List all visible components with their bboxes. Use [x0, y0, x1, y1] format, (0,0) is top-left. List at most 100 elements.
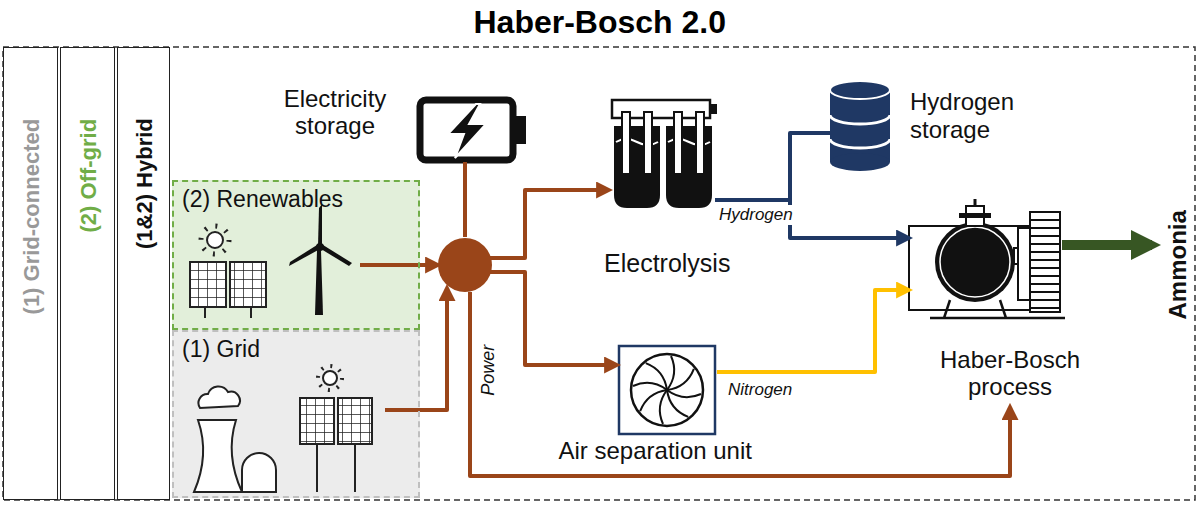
air-separation-icon [662, 390, 691, 419]
renewables-icons [315, 250, 323, 315]
hydrogen-tank-icon [830, 81, 890, 171]
hydrogen-tank-icon [830, 81, 890, 99]
electrolyser-icon [666, 126, 712, 208]
electrolyser-icon [622, 112, 630, 174]
reactor-icon [1018, 228, 1030, 300]
node-label: Power [478, 344, 499, 395]
air-separation-icon [643, 361, 672, 390]
box-fills [172, 180, 420, 498]
hub-circle [437, 237, 493, 293]
grid-icons [198, 386, 239, 408]
box-fills [172, 180, 420, 330]
grid-icons [194, 366, 372, 492]
flow-connector [715, 133, 830, 200]
storage-icon-box: Hydrogen storage [828, 80, 1028, 170]
process-icon-box: Electrolysis [600, 98, 735, 283]
reactor-icon [974, 199, 977, 206]
category-band: (2) Off-grid [60, 47, 115, 500]
flow-connector [490, 190, 608, 258]
flow-label: Nitrogen [726, 380, 794, 400]
reactor-icon [909, 199, 1065, 318]
air-separation-icon [667, 356, 674, 390]
diagram-title: Haber-Bosch 2.0 [474, 4, 727, 41]
process-icon-box: Air separation unit [540, 345, 770, 463]
node-label: (1&2) Hybrid [132, 118, 157, 249]
air-separation-icon [619, 346, 715, 434]
outer-frame [3, 47, 1195, 500]
hub-circle [438, 238, 492, 292]
node-label: Electrolysis [604, 249, 730, 278]
grid-icons [323, 371, 337, 385]
box-fills [172, 330, 420, 498]
electrolyser-icon [710, 104, 717, 114]
renewables-icons [205, 307, 251, 318]
category-band: (1) Grid-connected [3, 47, 58, 500]
hydrogen-tank-icon [830, 153, 890, 171]
flow-connector [470, 292, 1010, 476]
node-label: (1) Grid [182, 336, 260, 362]
renewables-icons [321, 245, 352, 266]
renewables-icons [230, 262, 266, 307]
node-label: Electricity storage [265, 85, 405, 140]
node-label: (2) Renewables [182, 186, 343, 212]
electrolyser-icon [612, 100, 717, 208]
renewables-icons [190, 262, 226, 307]
flow-connector [385, 289, 447, 410]
electrolyser-icon [614, 126, 660, 208]
air-separation-icon [638, 385, 667, 414]
flow-connector [1062, 240, 1152, 250]
node-label: (2) Off-grid [76, 118, 101, 232]
renewables-icons [201, 226, 229, 254]
battery-icon [420, 100, 526, 160]
flow-connector [717, 290, 908, 372]
node-label: Hydrogen storage [910, 88, 1035, 143]
grid-box: (1) Grid [172, 330, 420, 498]
reactor-icon [935, 222, 1015, 302]
hydrogen-tank-icon [830, 115, 890, 148]
electrolyser-icon [674, 112, 682, 174]
grid-icons [317, 444, 355, 492]
renewables-icons [190, 204, 352, 318]
flow-connector [463, 162, 467, 237]
renewables-icons [289, 245, 320, 266]
air-separation-icon [619, 346, 715, 434]
renewables-icons [207, 232, 223, 248]
air-separation-icon [633, 383, 667, 390]
grid-icons [318, 366, 342, 390]
flow-connector [715, 200, 908, 238]
grid-icons [300, 398, 334, 444]
air-separation-icon [667, 366, 696, 395]
grid-icons [338, 398, 372, 444]
product-label: Ammonia [1160, 200, 1194, 330]
flow-label: Hydrogen [717, 205, 795, 225]
hydrogen-tank-icon [830, 90, 890, 162]
grid-icons [194, 420, 242, 492]
node-label: Ammonia [1163, 210, 1191, 319]
air-separation-icon [631, 354, 703, 426]
category-band: (1&2) Hybrid [117, 47, 170, 500]
electrolyser-icon [696, 112, 704, 174]
grid-icons [242, 453, 276, 492]
power-hub: Power [437, 237, 493, 293]
battery-icon [448, 104, 486, 158]
battery-icon [420, 100, 513, 160]
node-label: Air separation unit [559, 437, 752, 465]
flow-connector [490, 272, 616, 365]
reactor-icon [940, 227, 1010, 297]
air-separation-icon [667, 390, 701, 397]
battery-icon [515, 116, 526, 144]
process-icon-box: Haber-Bosch process [900, 198, 1090, 403]
renewables-box: (2) Renewables [172, 180, 420, 330]
outer-frame [3, 47, 1195, 500]
storage-icon-box: Electricity storage [270, 82, 535, 164]
node-label: Haber-Bosch process [923, 346, 1098, 401]
flow-connector [360, 263, 437, 267]
reactor-icon [959, 213, 991, 218]
reactor-icon [1030, 212, 1060, 312]
node-label: (1) Grid-connected [19, 118, 44, 314]
